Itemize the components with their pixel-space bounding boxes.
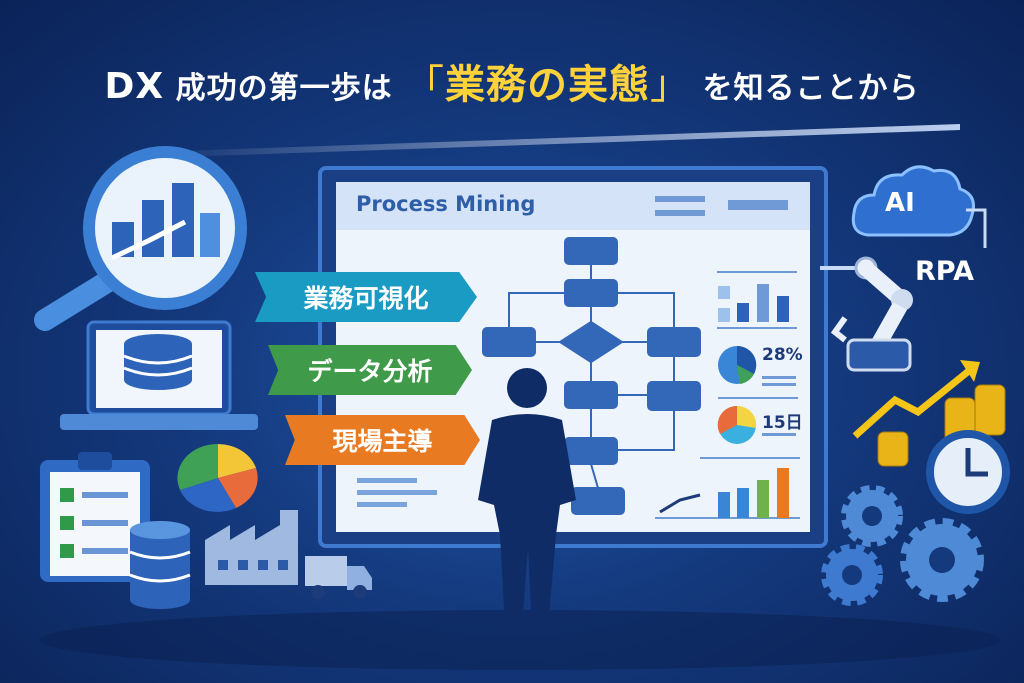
pie-28-percent [718,345,757,384]
database-icon [129,521,191,609]
page-headline: DX 成功の第一歩は 「業務の実態」 を知ることから [0,52,1024,110]
robot-arm-icon [820,256,913,372]
stat-percent: 28% [762,345,803,365]
headline-lead: 成功の第一歩は [175,71,393,106]
pie-15-days [717,405,757,444]
rpa-label: RPA [915,256,974,287]
headline-highlight: 業務の実態 [445,62,651,108]
headline-close-bracket: 」 [650,62,692,108]
headline-open-bracket: 「 [404,62,446,108]
checklist-clipboard-icon [40,452,150,582]
ribbon-visualization: 業務可視化 [255,272,477,322]
headline-prefix: DX [104,66,165,107]
growth-chart [655,457,800,519]
board-title: Process Mining [356,192,536,216]
ai-label: AI [885,188,915,218]
truck-icon [305,556,372,599]
factory-icon [205,510,298,585]
pie-chart-icon [177,443,258,512]
ai-cloud-icon [851,165,975,237]
coins-growth-icon [852,360,1006,467]
ribbon-data-analysis: データ分析 [268,345,472,395]
mini-bar-chart [717,271,797,329]
floor-shadow [40,610,1000,670]
businessman-silhouette [478,368,576,636]
process-flowchart [482,237,701,515]
gears-icon [821,485,984,606]
clock-icon [926,430,1010,514]
light-streak [150,124,960,158]
magnifier-chart-icon [34,146,247,331]
laptop-database-icon [60,320,258,430]
headline-suffix: を知ることから [702,71,920,106]
ribbon-field-led: 現場主導 [285,415,480,465]
stat-days: 15日 [762,413,803,433]
